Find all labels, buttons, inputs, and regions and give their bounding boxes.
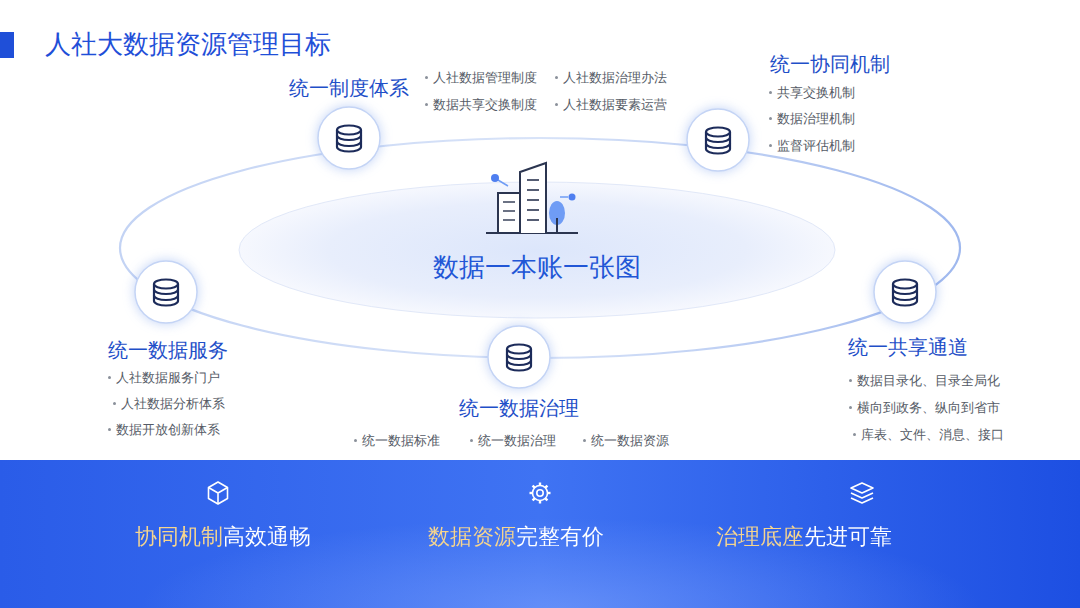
pillar-node: 统一数据服务人社数据服务门户人社数据分析体系数据开放创新体系 bbox=[104, 248, 232, 442]
goal-text: 治理底座先进可靠 bbox=[716, 524, 892, 550]
pillar-heading: 统一数据服务 bbox=[108, 338, 228, 362]
bullet-item: 人社数据管理制度 bbox=[433, 70, 537, 86]
title-bar bbox=[0, 32, 14, 58]
page-title: 人社大数据资源管理目标 bbox=[45, 29, 331, 60]
bullet-item: 共享交换机制 bbox=[777, 85, 855, 101]
bullet-item: 数据目录化、目录全局化 bbox=[857, 373, 1000, 389]
pillar-heading: 统一共享通道 bbox=[848, 335, 968, 359]
pillar-node: 统一数据治理统一数据标准统一数据治理统一数据资源 bbox=[350, 313, 673, 453]
layers-icon bbox=[851, 483, 873, 503]
bullet-item: 监督评估机制 bbox=[777, 138, 855, 154]
pillar-node: 统一共享通道数据目录化、目录全局化横向到政务、纵向到省市库表、文件、消息、接口 bbox=[844, 248, 1008, 447]
bullet-dot bbox=[769, 144, 772, 147]
bullet-dot bbox=[425, 76, 428, 79]
center-ellipse: 数据一本账一张图 bbox=[237, 180, 837, 320]
bullet-dot bbox=[425, 103, 428, 106]
bullet-item: 统一数据资源 bbox=[591, 433, 669, 449]
bullet-item: 库表、文件、消息、接口 bbox=[861, 427, 1004, 443]
core-ellipse bbox=[237, 180, 837, 320]
pillar-heading: 统一制度体系 bbox=[289, 76, 409, 100]
gear-icon bbox=[530, 483, 551, 504]
bullet-item: 横向到政务、纵向到省市 bbox=[857, 400, 1000, 416]
bullet-dot bbox=[849, 379, 852, 382]
goal-band: 协同机制高效通畅 数据资源完整有价 治理底座先进可靠 bbox=[0, 460, 1080, 608]
core-label: 数据一本账一张图 bbox=[433, 252, 641, 283]
bullet-dot bbox=[470, 439, 473, 442]
pillar-node: 统一协同机制共享交换机制数据治理机制监督评估机制 bbox=[674, 48, 894, 184]
database-circle bbox=[309, 98, 389, 178]
bullet-dot bbox=[108, 428, 111, 431]
city-illustration bbox=[486, 163, 578, 233]
bullet-item: 数据开放创新体系 bbox=[116, 422, 220, 438]
bullet-dot bbox=[354, 439, 357, 442]
goal-text: 协同机制高效通畅 bbox=[135, 524, 311, 550]
bullet-item: 统一数据标准 bbox=[362, 433, 440, 449]
bullet-dot bbox=[108, 376, 111, 379]
bullet-item: 人社数据治理办法 bbox=[563, 70, 667, 86]
pillar-heading: 统一协同机制 bbox=[770, 52, 890, 76]
database-circle bbox=[479, 317, 559, 397]
bullet-dot bbox=[555, 76, 558, 79]
pillar-node: 统一制度体系 人社数据管理制度 人社数据治理办法数据共享交换制度 人社数据要素运营 bbox=[285, 66, 671, 182]
bullet-item: 数据治理机制 bbox=[777, 111, 855, 127]
bullet-item: 人社数据要素运营 bbox=[563, 97, 667, 113]
bullet-dot bbox=[853, 433, 856, 436]
orbit-ring bbox=[120, 138, 960, 358]
bullet-item: 统一数据治理 bbox=[478, 433, 556, 449]
bullet-dot bbox=[769, 117, 772, 120]
pillar-heading: 统一数据治理 bbox=[459, 396, 579, 420]
bullet-item: 人社数据服务门户 bbox=[116, 370, 220, 386]
database-circle bbox=[126, 252, 206, 332]
bullet-dot bbox=[113, 402, 116, 405]
goal-text: 数据资源完整有价 bbox=[428, 524, 604, 550]
bullet-dot bbox=[849, 406, 852, 409]
database-circle bbox=[678, 100, 758, 180]
database-circle bbox=[865, 252, 945, 332]
bullet-item: 人社数据分析体系 bbox=[121, 396, 225, 412]
cube-icon bbox=[209, 482, 228, 504]
bullet-dot bbox=[583, 439, 586, 442]
bullet-dot bbox=[769, 91, 772, 94]
bullet-item: 数据共享交换制度 bbox=[433, 97, 537, 113]
bullet-dot bbox=[555, 103, 558, 106]
